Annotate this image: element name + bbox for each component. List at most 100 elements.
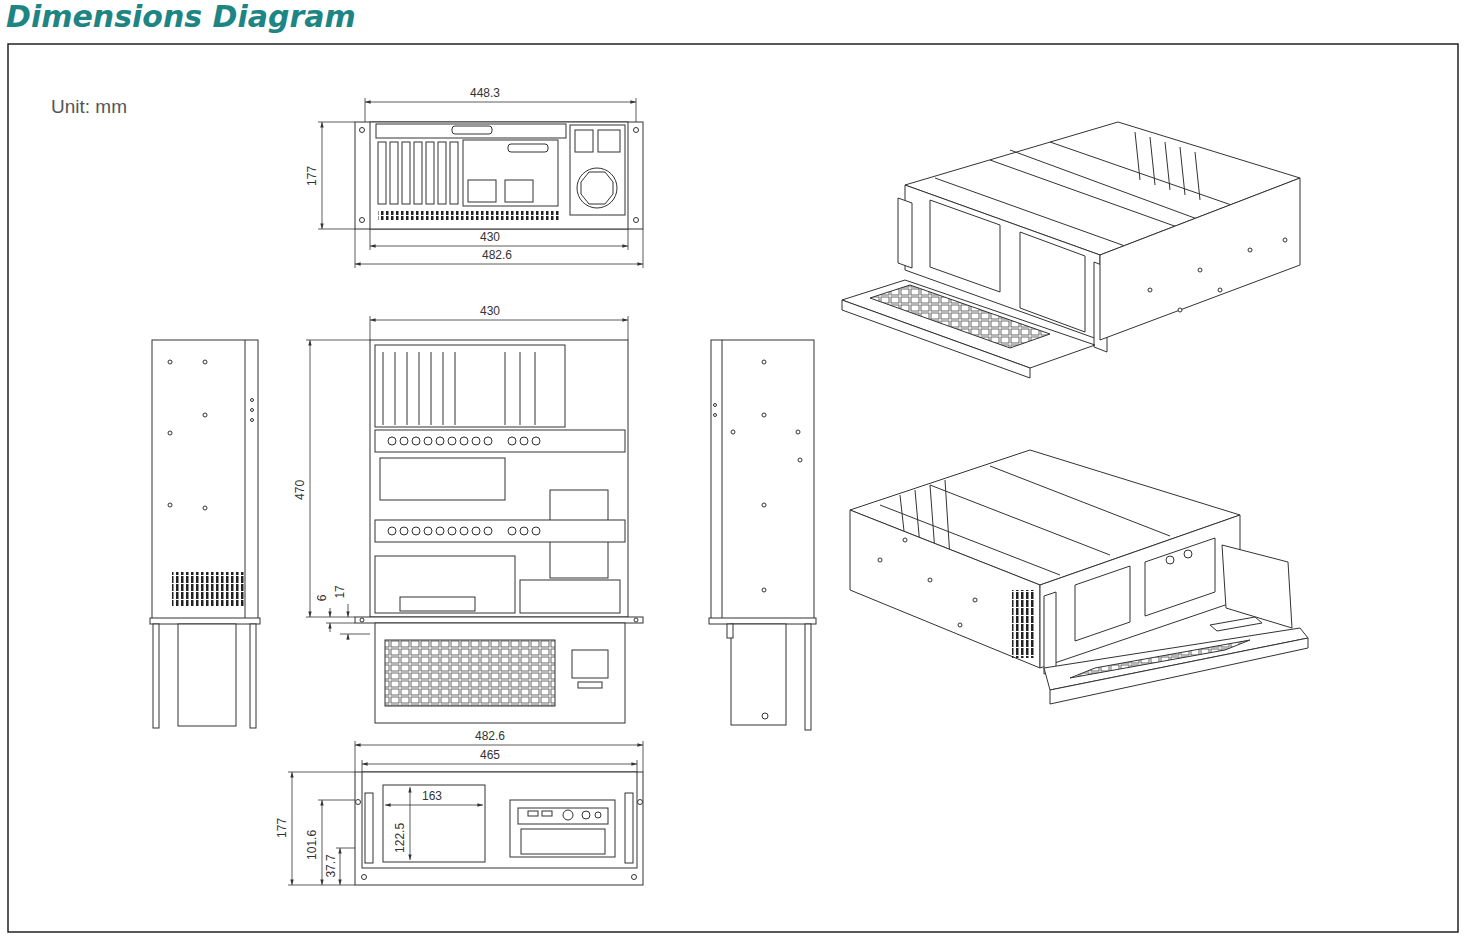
- plan-view: [508, 437, 516, 445]
- plan-view: [400, 437, 408, 445]
- front-view: [563, 810, 573, 820]
- isometric-view: [1283, 238, 1287, 242]
- isometric-view: [1165, 142, 1170, 190]
- plan-view: [535, 352, 536, 425]
- dimension-value: 37.7: [325, 854, 339, 877]
- plan-view: [355, 340, 643, 723]
- dimension-line: [348, 634, 349, 640]
- isometric-view: [1210, 617, 1262, 631]
- plan-view: [375, 556, 515, 613]
- side-view: [168, 360, 172, 364]
- rear-view: [463, 140, 558, 206]
- front-view: [542, 811, 552, 816]
- side-view: [711, 340, 814, 622]
- dimension-line: [643, 229, 644, 268]
- side-view: [714, 414, 717, 417]
- dimension-line: [628, 316, 629, 340]
- dimension-line: [628, 229, 629, 250]
- rear-view: [468, 180, 496, 202]
- rear-view: [360, 128, 365, 133]
- plan-view: [388, 527, 396, 535]
- rear-view: [505, 180, 533, 202]
- dimension-line: [318, 122, 355, 123]
- dimension-line: [318, 800, 355, 801]
- side-view: [251, 399, 254, 402]
- dimension-value: 101.6: [306, 830, 320, 860]
- plan-view: [385, 640, 555, 706]
- dimension-line: [370, 316, 371, 340]
- plan-view: [472, 527, 480, 535]
- plan-view: [472, 437, 480, 445]
- dimension-line: [330, 623, 331, 632]
- isometric-view: [973, 598, 977, 602]
- rear-view: [575, 130, 593, 152]
- rear-view: [570, 125, 625, 215]
- plan-view: [388, 437, 396, 445]
- isometric-view: [930, 485, 1110, 555]
- side-view: [762, 413, 766, 417]
- plan-view: [520, 580, 620, 613]
- plan-view: [448, 527, 456, 535]
- isometric-view: [1248, 248, 1252, 252]
- side-view: [150, 618, 260, 624]
- dimension-value: 430: [480, 231, 500, 245]
- dimension-line: [370, 320, 628, 321]
- rear-view: [355, 122, 643, 229]
- plan-view: [383, 352, 384, 425]
- plan-view: [460, 437, 468, 445]
- side-view: [203, 506, 207, 510]
- rear-view: [577, 168, 617, 208]
- front-view: [595, 812, 601, 818]
- front-view: [625, 793, 633, 863]
- dimension-value: 470: [294, 480, 308, 500]
- side-view: [731, 624, 786, 725]
- side-view: [714, 404, 717, 407]
- front-view: [362, 772, 637, 868]
- plan-view: [412, 437, 420, 445]
- side-view: [178, 624, 236, 726]
- plan-view: [400, 597, 475, 611]
- isometric-view: [878, 558, 882, 562]
- plan-view: [634, 618, 638, 622]
- isometric-view: [870, 285, 1050, 348]
- dimension-line: [340, 848, 341, 885]
- dimension-line: [636, 98, 637, 122]
- dimension-value: 430: [480, 305, 500, 319]
- isometric-view: [898, 198, 912, 268]
- isometric-view: [1020, 232, 1085, 332]
- isometric-view: [990, 160, 1180, 228]
- dimension-line: [292, 772, 293, 885]
- dimension-line: [355, 229, 356, 268]
- plan-view: [431, 352, 432, 425]
- plan-view: [395, 352, 396, 425]
- plan-view: [505, 352, 506, 425]
- side-view: [168, 431, 172, 435]
- side-view: [709, 618, 816, 624]
- isometric-view: [1222, 545, 1292, 628]
- rear-view: [450, 142, 458, 204]
- plan-view: [412, 527, 420, 535]
- dimension-value: 465: [480, 749, 500, 763]
- dimension-value: 177: [306, 166, 320, 186]
- isometric-view: [958, 623, 962, 627]
- side-view: [722, 340, 723, 622]
- plan-view: [407, 352, 408, 425]
- dimension-line: [370, 246, 628, 247]
- isometric-view: [1010, 150, 1200, 220]
- plan-view: [375, 345, 565, 427]
- rear-view: [360, 218, 365, 223]
- isometric-view: [1100, 178, 1300, 340]
- dimension-line: [385, 805, 483, 806]
- page-title: Dimensions Diagram: [6, 0, 356, 35]
- isometric-view: [1150, 137, 1155, 185]
- dimension-line: [306, 340, 370, 341]
- dimension-line: [348, 604, 349, 617]
- dimension-line: [336, 848, 355, 849]
- dimension-line: [318, 98, 643, 268]
- front-view: [355, 772, 643, 885]
- dimension-line: [330, 608, 331, 617]
- dimension-line: [340, 634, 370, 635]
- plan-view: [375, 430, 625, 452]
